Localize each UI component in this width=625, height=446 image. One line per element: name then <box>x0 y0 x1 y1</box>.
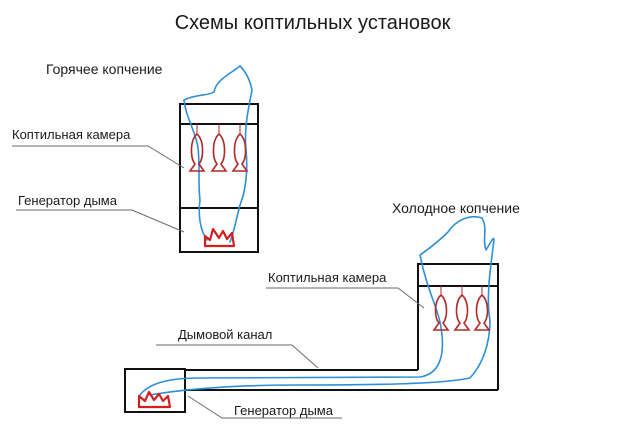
fish-icon <box>188 132 206 172</box>
cold-generator-leader <box>187 395 342 419</box>
cold-fire-icon <box>137 390 172 409</box>
cold-fish-group <box>432 286 491 331</box>
fish-icon <box>473 293 491 331</box>
diagram-title: Схемы коптильных установок <box>174 12 451 34</box>
cold-smoking-unit <box>124 216 499 419</box>
channel-label: Дымовой канал <box>178 327 273 342</box>
cold-smoke <box>139 216 495 396</box>
hot-chamber-label: Коптильная камера <box>12 127 131 142</box>
channel-leader <box>156 344 319 369</box>
hot-smoking-unit <box>12 65 259 253</box>
hot-chamber-leader <box>12 145 185 169</box>
hot-fish-group <box>188 124 249 172</box>
hot-smokehouse-outline <box>179 103 259 253</box>
cold-smoking-heading: Холодное копчение <box>392 200 520 216</box>
cold-chamber-outline <box>417 263 499 390</box>
hot-smoke <box>183 65 253 243</box>
fish-icon <box>210 132 228 172</box>
hot-generator-leader <box>16 209 185 233</box>
hot-generator-label: Генератор дыма <box>18 193 117 208</box>
cold-chamber-label: Коптильная камера <box>268 270 387 285</box>
fish-icon <box>231 132 249 172</box>
fish-icon <box>453 293 471 331</box>
cold-generator-label: Генератор дыма <box>234 403 333 418</box>
hot-fire-icon <box>203 227 236 248</box>
fish-icon <box>432 293 450 331</box>
hot-smoking-heading: Горячее копчение <box>46 61 163 77</box>
cold-chamber-leader <box>266 287 425 309</box>
